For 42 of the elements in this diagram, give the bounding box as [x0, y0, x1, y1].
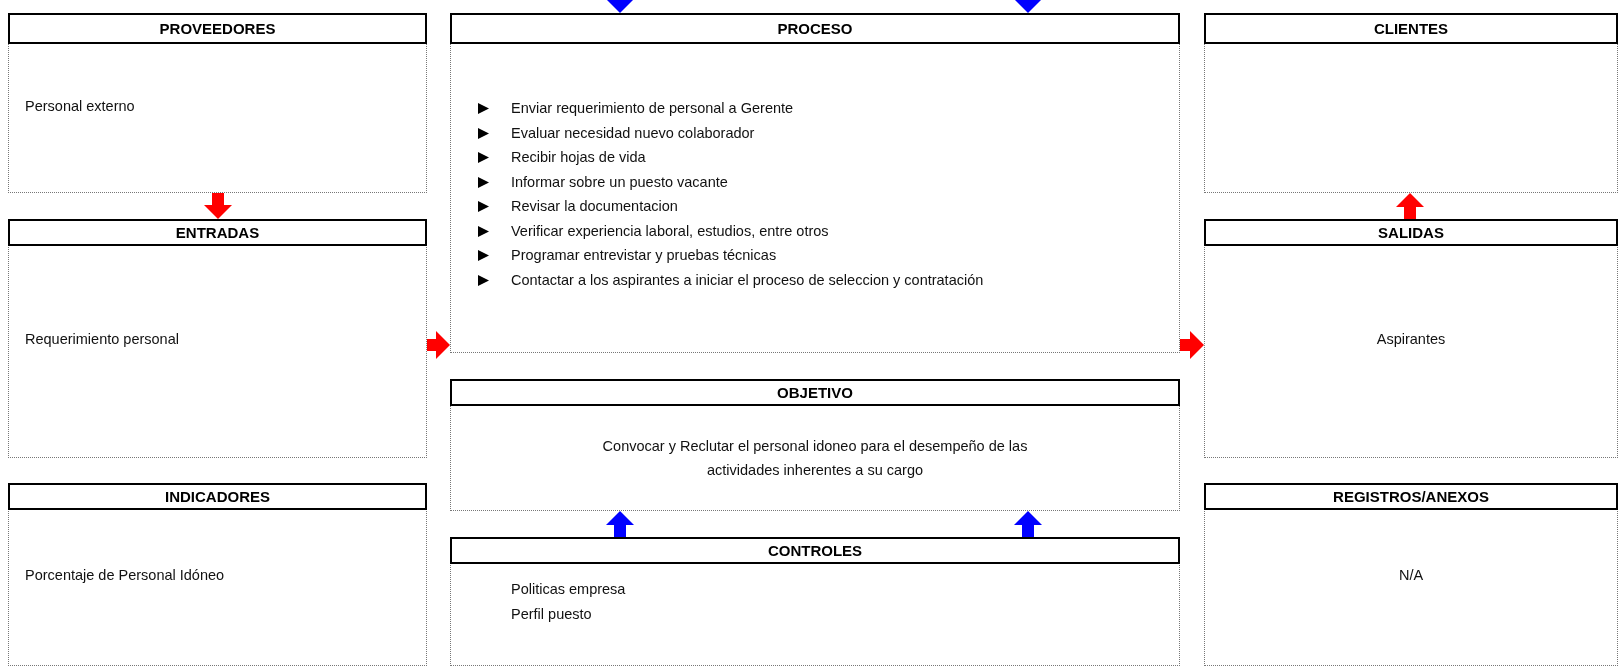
section-header: INDICADORES [8, 483, 427, 510]
section-header: PROCESO [450, 13, 1180, 44]
section-header: CLIENTES [1204, 13, 1618, 44]
arrow [1396, 193, 1424, 219]
list-item: Informar sobre un puesto vacante [511, 173, 728, 190]
list-item: Verificar experiencia laboral, estudios, entre otros [511, 222, 829, 239]
arrow [1014, 511, 1042, 537]
body-text: Porcentaje de Personal Idóneo [25, 566, 225, 585]
body-text: N/A [1397, 566, 1425, 585]
list-item: Revisar la documentacion [511, 198, 678, 214]
body-text: Aspirantes [1375, 330, 1447, 349]
section-panel [450, 537, 1180, 666]
list-item: Enviar requerimiento de personal a Gerente [511, 100, 794, 116]
section-panel [8, 483, 427, 666]
section-header: OBJETIVO [450, 379, 1180, 406]
section-panel [450, 13, 1180, 353]
list-item: Perfil puesto [511, 605, 592, 622]
section-panel [8, 13, 427, 193]
section-panel [8, 219, 427, 458]
body-text: Convocar y Reclutar el personal idoneo para el desempeño de las actividades inherentes a su cargo [601, 436, 1029, 480]
arrow [1014, 0, 1042, 13]
arrow [1180, 331, 1204, 359]
arrow [606, 511, 634, 537]
section-panel [1204, 483, 1618, 666]
arrow [606, 0, 634, 13]
section-header: ENTRADAS [8, 219, 427, 246]
arrow [204, 193, 232, 219]
section-panel [1204, 219, 1618, 458]
arrow [427, 331, 450, 359]
list-item: Recibir hojas de vida [511, 149, 646, 165]
section-header: CONTROLES [450, 537, 1180, 564]
body-text: Personal externo [25, 96, 135, 116]
list-item: Evaluar necesidad nuevo colaborador [511, 124, 755, 141]
section-header: SALIDAS [1204, 219, 1618, 246]
section-header: REGISTROS/ANEXOS [1204, 483, 1618, 510]
list-item: Contactar a los aspirantes a iniciar el proceso de seleccion y contratación [511, 271, 984, 288]
section-panel [1204, 13, 1618, 193]
section-header: PROVEEDORES [8, 13, 427, 44]
list-item: Politicas empresa [511, 581, 626, 597]
section-panel [450, 379, 1180, 511]
list-item: Programar entrevistar y pruebas técnicas [511, 247, 777, 263]
body-text: Requerimiento personal [25, 330, 179, 349]
